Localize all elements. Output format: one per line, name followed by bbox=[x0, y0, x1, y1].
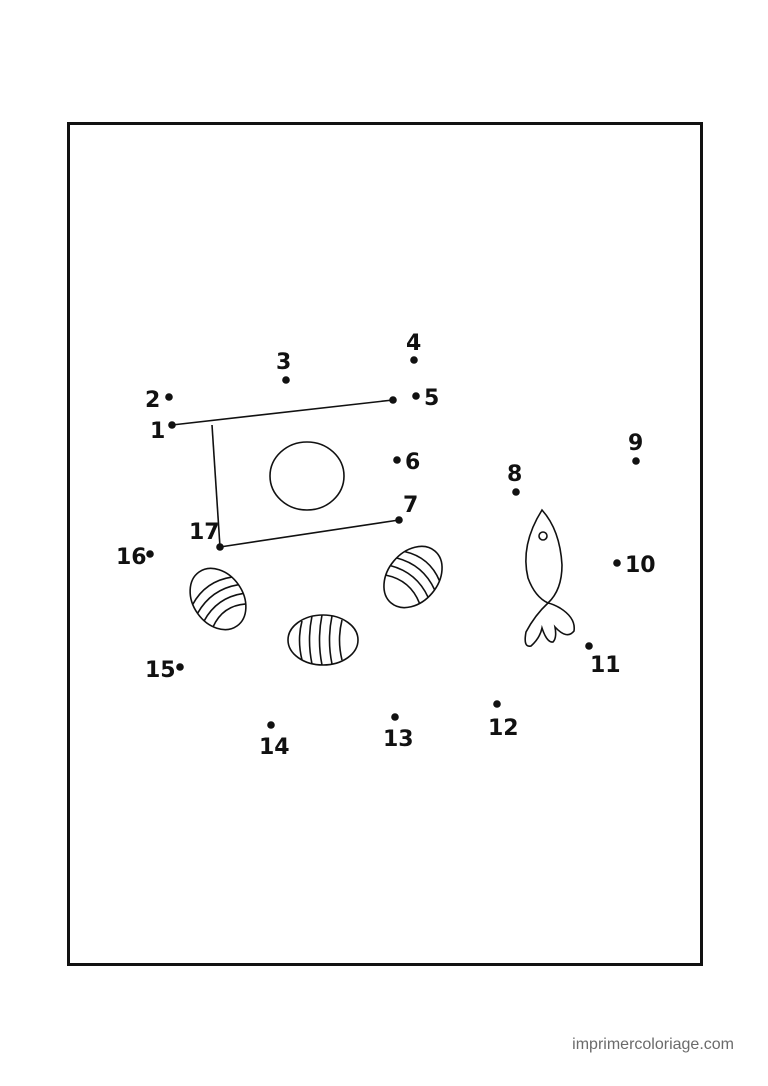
label-14: 14 bbox=[259, 735, 290, 760]
dots bbox=[146, 356, 640, 729]
dot-2 bbox=[165, 393, 173, 401]
dot-14 bbox=[267, 721, 275, 729]
label-6: 6 bbox=[405, 450, 420, 475]
egg-right bbox=[383, 545, 443, 609]
dot-1 bbox=[168, 421, 176, 429]
dot-labels: 1 2 3 4 5 6 7 8 9 10 11 12 13 14 15 16 1… bbox=[116, 331, 656, 760]
dot-flag-corner bbox=[389, 396, 397, 404]
label-15: 15 bbox=[145, 658, 176, 683]
fish-drawing bbox=[524, 508, 576, 648]
dot-15 bbox=[176, 663, 184, 671]
dot-6 bbox=[393, 456, 401, 464]
worksheet-frame bbox=[67, 122, 703, 966]
site-credit: imprimercoloriage.com bbox=[572, 1036, 734, 1053]
dot-8 bbox=[512, 488, 520, 496]
label-5: 5 bbox=[424, 386, 439, 411]
dot-5 bbox=[412, 392, 420, 400]
dot-17 bbox=[216, 543, 224, 551]
egg-left bbox=[189, 567, 247, 631]
dot-9 bbox=[632, 457, 640, 465]
dot-7 bbox=[395, 516, 403, 524]
label-13: 13 bbox=[383, 727, 414, 752]
dot-10 bbox=[613, 559, 621, 567]
dot-16 bbox=[146, 550, 154, 558]
label-16: 16 bbox=[116, 545, 147, 570]
label-17: 17 bbox=[189, 520, 220, 545]
flag-circle bbox=[269, 441, 345, 511]
flag-outline bbox=[171, 399, 400, 548]
dot-13 bbox=[391, 713, 399, 721]
label-2: 2 bbox=[145, 388, 160, 413]
flag-top-line bbox=[171, 399, 394, 426]
label-4: 4 bbox=[406, 331, 421, 356]
dot-3 bbox=[282, 376, 290, 384]
flag-pole-line bbox=[211, 424, 221, 548]
label-11: 11 bbox=[590, 653, 621, 678]
label-8: 8 bbox=[507, 462, 522, 487]
flag-bottom-line bbox=[219, 519, 400, 548]
label-1: 1 bbox=[150, 419, 165, 444]
dot-11 bbox=[585, 642, 593, 650]
label-7: 7 bbox=[403, 493, 418, 518]
label-12: 12 bbox=[488, 716, 519, 741]
label-10: 10 bbox=[625, 553, 656, 578]
dot-4 bbox=[410, 356, 418, 364]
label-9: 9 bbox=[628, 431, 643, 456]
label-3: 3 bbox=[276, 350, 291, 375]
dot-12 bbox=[493, 700, 501, 708]
egg-middle bbox=[287, 614, 359, 666]
